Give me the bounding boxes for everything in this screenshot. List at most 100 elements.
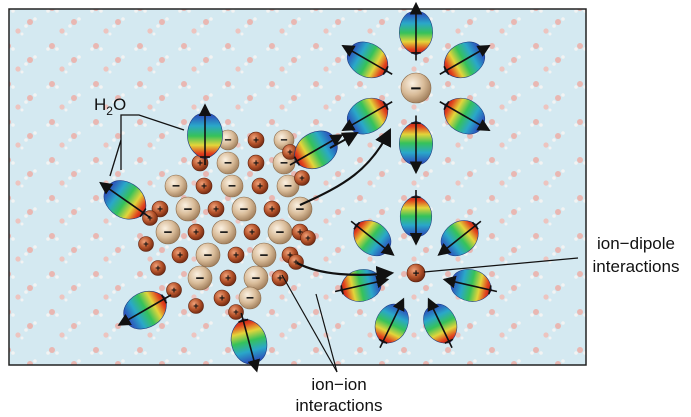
cation-40: + (282, 144, 298, 160)
water-molecule-left (99, 180, 151, 220)
cation-10: + (251, 177, 269, 195)
plus-sign: + (233, 250, 239, 261)
ion-ion-pointer-1 (281, 274, 338, 373)
minus-sign: − (224, 133, 231, 147)
hydrating-water-c6 (350, 220, 395, 257)
water-label-pointer-2 (109, 139, 122, 177)
plus-sign: + (287, 250, 293, 261)
ion-dipole-pointer (423, 257, 579, 273)
anion-34: − (238, 286, 262, 310)
anion-31: − (243, 265, 269, 291)
hydrating-water-c4 (374, 297, 409, 349)
plus-sign: + (253, 158, 259, 169)
hydrating-water-c3 (423, 297, 458, 349)
minus-sign: − (252, 270, 261, 287)
plus-sign: + (305, 233, 311, 243)
plus-sign: + (193, 227, 199, 238)
minus-sign: − (280, 156, 288, 171)
plus-sign: + (249, 227, 255, 238)
minus-sign: − (260, 247, 269, 264)
plus-sign: + (297, 227, 303, 238)
plus-sign: + (143, 239, 149, 249)
hydrating-water-0 (399, 1, 433, 61)
minus-sign: − (172, 179, 180, 194)
hydrating-water-5 (341, 41, 393, 79)
anion-27: − (251, 242, 277, 268)
ionic-crystal: −+−+−+−−+−+−+−+−+−−+−+−++−+−+−+−++−+++++… (138, 129, 316, 320)
plus-sign: + (193, 301, 199, 311)
hydrating-water-c1 (437, 220, 482, 257)
dissolution-arrow-water (329, 132, 359, 149)
plus-sign: + (213, 204, 219, 215)
minus-sign: − (220, 224, 229, 241)
minus-sign: − (246, 291, 254, 306)
plus-sign: + (171, 285, 177, 295)
plus-sign: + (253, 135, 259, 146)
dissolution-arrow-anion (299, 128, 391, 207)
hydrated-cation: + (406, 263, 426, 283)
cation-39: + (188, 298, 204, 314)
anion-4: − (216, 151, 240, 175)
ion-dipole-label-2: interactions (593, 257, 680, 276)
minus-sign: − (284, 179, 292, 194)
hydrating-water-3 (399, 115, 433, 175)
anion-22: − (267, 219, 293, 245)
ion-dipole-label: ion−dipole (597, 234, 675, 253)
plus-sign: + (413, 268, 420, 280)
cation-44: + (228, 304, 244, 320)
plus-sign: + (225, 273, 231, 284)
minus-sign: − (164, 224, 173, 241)
cation-33: + (213, 289, 231, 307)
minus-sign: − (224, 156, 232, 171)
anion-29: − (187, 265, 213, 291)
ion-ion-label: ion−ion (311, 375, 366, 394)
anion-20: − (211, 219, 237, 245)
water-molecule-right (289, 130, 344, 170)
water-label: H2O (94, 95, 126, 118)
minus-sign: − (184, 201, 193, 218)
hydrating-water-c2 (442, 269, 498, 302)
plus-sign: + (177, 250, 183, 261)
hydrated-anion-cluster: − (341, 1, 491, 175)
cation-41: + (294, 170, 310, 186)
plus-sign: + (233, 307, 239, 317)
anion-11: − (276, 174, 300, 198)
anion-13: − (175, 196, 201, 222)
minus-sign: − (280, 133, 287, 147)
minus-sign: − (204, 247, 213, 264)
cation-12: + (151, 200, 169, 218)
plus-sign: + (287, 147, 293, 157)
cation-36: + (138, 236, 154, 252)
cation-19: + (187, 223, 205, 241)
cation-5: + (247, 154, 265, 172)
hydrating-water-1 (439, 41, 491, 79)
anion-15: − (231, 196, 257, 222)
water-molecules (99, 103, 344, 373)
minus-sign: − (240, 201, 249, 218)
anion-18: − (155, 219, 181, 245)
plus-sign: + (219, 293, 225, 304)
minus-sign: − (228, 179, 236, 194)
cation-14: + (207, 200, 225, 218)
plus-sign: + (257, 181, 263, 192)
ion-ion-pointer-2 (315, 293, 338, 373)
ion-ion-label-2: interactions (296, 396, 383, 415)
cation-43: + (288, 254, 304, 270)
cation-32: + (271, 269, 289, 287)
cation-16: + (263, 200, 281, 218)
anion-25: − (195, 242, 221, 268)
water-molecule-bottom-left (117, 290, 172, 330)
cation-24: + (171, 246, 189, 264)
cation-42: + (300, 230, 316, 246)
plus-sign: + (197, 158, 203, 169)
anion-7: − (164, 174, 188, 198)
plus-sign: + (147, 213, 153, 223)
hydrating-water-c0 (400, 189, 432, 246)
cation-1: + (247, 131, 265, 149)
hydrated-anion: − (400, 72, 432, 104)
minus-sign: − (196, 270, 205, 287)
plus-sign: + (201, 181, 207, 192)
hydrating-water-4 (341, 97, 393, 135)
hydrating-water-2 (439, 97, 491, 135)
